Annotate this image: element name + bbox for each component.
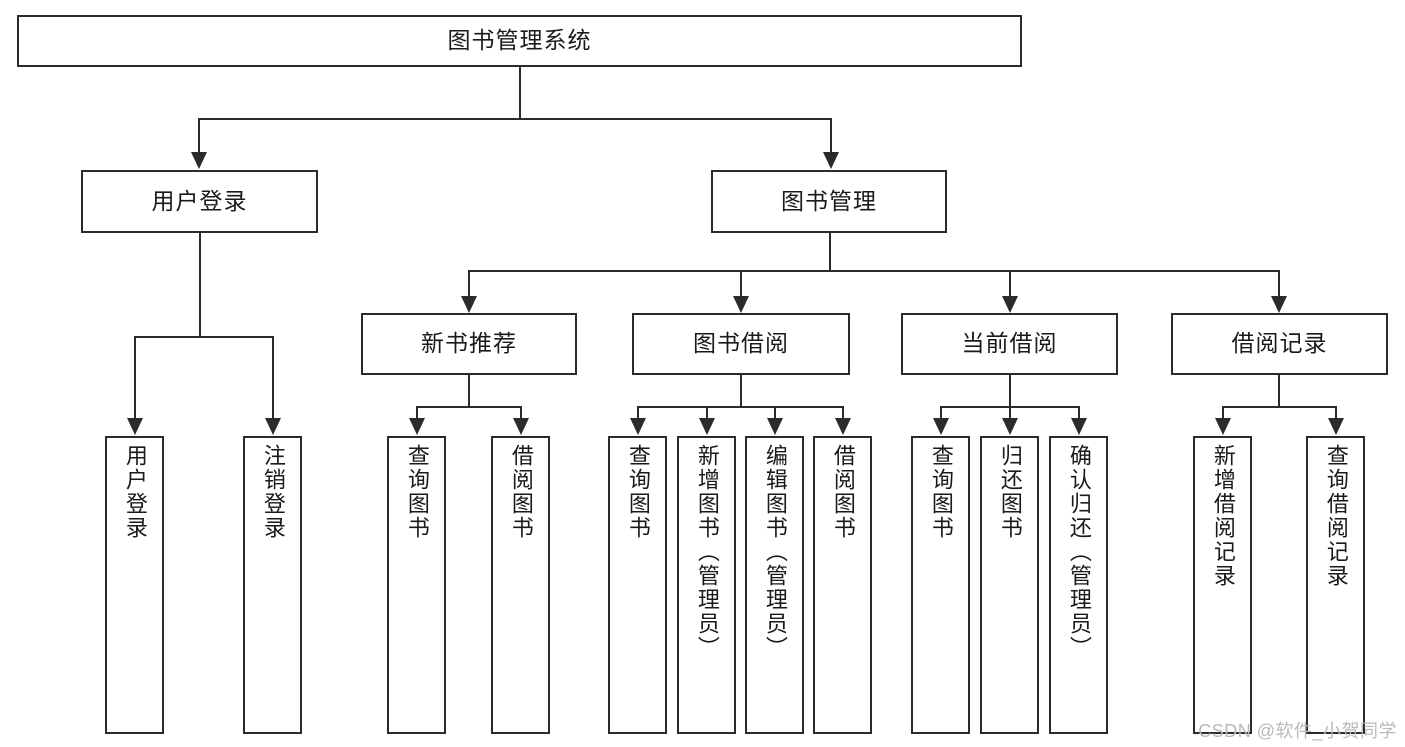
connector-cb-to-leaf-1 — [940, 406, 942, 419]
leaf-label: 归还图书 — [997, 444, 1023, 540]
connector-book-borrow-stem — [740, 375, 742, 406]
node-borrow-record[interactable]: 借阅记录 — [1171, 313, 1388, 375]
connector-current-borrow-stem — [1009, 375, 1011, 406]
connector-root-to-user-login — [198, 118, 200, 153]
node-label: 当前借阅 — [961, 330, 1058, 357]
leaf-label: 借阅图书 — [508, 444, 534, 540]
node-label: 用户登录 — [151, 187, 248, 214]
arrowhead-bb-leaf-2 — [699, 418, 715, 435]
leaf-new-book-query-books[interactable]: 查询图书 — [387, 436, 446, 734]
connector-new-book-bus — [416, 406, 520, 408]
connector-borrow-record-bus — [1222, 406, 1335, 408]
leaf-label: 借阅图书 — [830, 444, 856, 540]
node-new-book-recommend[interactable]: 新书推荐 — [361, 313, 577, 375]
arrowhead-bb-leaf-4 — [835, 418, 851, 435]
connector-user-login-bus — [134, 336, 272, 338]
connector-br-to-leaf-2 — [1335, 406, 1337, 419]
leaf-current-borrow-query-books[interactable]: 查询图书 — [911, 436, 970, 734]
arrowhead-current-borrow — [1002, 296, 1018, 313]
connector-book-management-bus — [468, 270, 1278, 272]
arrowhead-bb-leaf-3 — [767, 418, 783, 435]
connector-new-book-to-leaf-1 — [416, 406, 418, 419]
node-label: 借阅记录 — [1231, 330, 1328, 357]
arrowhead-user-login-leaf-1 — [127, 418, 143, 435]
leaf-book-borrow-edit-book-admin[interactable]: 编辑图书（管理员） — [745, 436, 804, 734]
leaf-user-login-login[interactable]: 用户登录 — [105, 436, 164, 734]
node-current-borrow[interactable]: 当前借阅 — [901, 313, 1118, 375]
leaf-user-login-logout[interactable]: 注销登录 — [243, 436, 302, 734]
node-user-login[interactable]: 用户登录 — [81, 170, 318, 233]
connector-bm-to-new-book — [468, 270, 470, 297]
connector-cb-to-leaf-2 — [1009, 406, 1011, 419]
connector-new-book-stem — [468, 375, 470, 406]
connector-bm-to-borrow-record — [1278, 270, 1280, 297]
arrowhead-cb-leaf-1 — [933, 418, 949, 435]
arrowhead-new-book-recommend — [461, 296, 477, 313]
leaf-label: 查询图书 — [404, 444, 430, 540]
connector-bb-to-leaf-1 — [637, 406, 639, 419]
connector-bb-to-leaf-4 — [842, 406, 844, 419]
leaf-label: 查询图书 — [625, 444, 651, 540]
node-label: 图书管理系统 — [447, 27, 592, 54]
leaf-label: 查询借阅记录 — [1323, 444, 1349, 588]
leaf-current-borrow-confirm-return-admin[interactable]: 确认归还（管理员） — [1049, 436, 1108, 734]
connector-cb-to-leaf-3 — [1078, 406, 1080, 419]
arrowhead-to-user-login — [191, 152, 207, 169]
leaf-label: 新增借阅记录 — [1210, 444, 1236, 588]
connector-user-login-stem — [199, 233, 201, 336]
connector-book-management-stem — [829, 233, 831, 270]
arrowhead-cb-leaf-3 — [1071, 418, 1087, 435]
arrowhead-new-book-leaf-2 — [513, 418, 529, 435]
arrowhead-new-book-leaf-1 — [409, 418, 425, 435]
node-label: 新书推荐 — [421, 330, 517, 357]
arrowhead-user-login-leaf-2 — [265, 418, 281, 435]
connector-bb-to-leaf-3 — [774, 406, 776, 419]
node-book-borrow[interactable]: 图书借阅 — [632, 313, 850, 375]
arrowhead-cb-leaf-2 — [1002, 418, 1018, 435]
connector-user-login-to-leaf-1 — [134, 336, 136, 419]
connector-root-to-book-management — [830, 118, 832, 153]
leaf-label: 用户登录 — [122, 444, 148, 540]
node-book-management[interactable]: 图书管理 — [711, 170, 947, 233]
leaf-book-borrow-query-books[interactable]: 查询图书 — [608, 436, 667, 734]
leaf-label: 注销登录 — [260, 444, 286, 540]
leaf-label: 编辑图书（管理员） — [762, 444, 788, 660]
leaf-label: 新增图书（管理员） — [694, 444, 720, 660]
csdn-watermark: CSDN @软件_小贺同学 — [1198, 721, 1397, 741]
arrowhead-br-leaf-2 — [1328, 418, 1344, 435]
leaf-current-borrow-return-books[interactable]: 归还图书 — [980, 436, 1039, 734]
leaf-borrow-record-add-record[interactable]: 新增借阅记录 — [1193, 436, 1252, 734]
arrowhead-borrow-record — [1271, 296, 1287, 313]
leaf-label: 确认归还（管理员） — [1066, 444, 1092, 660]
leaf-new-book-borrow-books[interactable]: 借阅图书 — [491, 436, 550, 734]
leaf-book-borrow-add-book-admin[interactable]: 新增图书（管理员） — [677, 436, 736, 734]
node-root-library-management-system[interactable]: 图书管理系统 — [17, 15, 1022, 67]
arrowhead-book-borrow — [733, 296, 749, 313]
connector-borrow-record-stem — [1278, 375, 1280, 406]
node-label: 图书管理 — [781, 187, 877, 214]
connector-root-bus — [198, 118, 832, 120]
connector-book-borrow-bus — [637, 406, 842, 408]
connector-br-to-leaf-1 — [1222, 406, 1224, 419]
connector-user-login-to-leaf-2 — [272, 336, 274, 419]
connector-bm-to-current-borrow — [1009, 270, 1011, 297]
connector-bb-to-leaf-2 — [706, 406, 708, 419]
leaf-label: 查询图书 — [928, 444, 954, 540]
node-label: 图书借阅 — [693, 330, 789, 357]
connector-root-stem — [519, 67, 521, 118]
arrowhead-bb-leaf-1 — [630, 418, 646, 435]
leaf-borrow-record-query-record[interactable]: 查询借阅记录 — [1306, 436, 1365, 734]
arrowhead-br-leaf-1 — [1215, 418, 1231, 435]
connector-bm-to-book-borrow — [740, 270, 742, 297]
connector-new-book-to-leaf-2 — [520, 406, 522, 419]
arrowhead-to-book-management — [823, 152, 839, 169]
leaf-book-borrow-borrow-books[interactable]: 借阅图书 — [813, 436, 872, 734]
